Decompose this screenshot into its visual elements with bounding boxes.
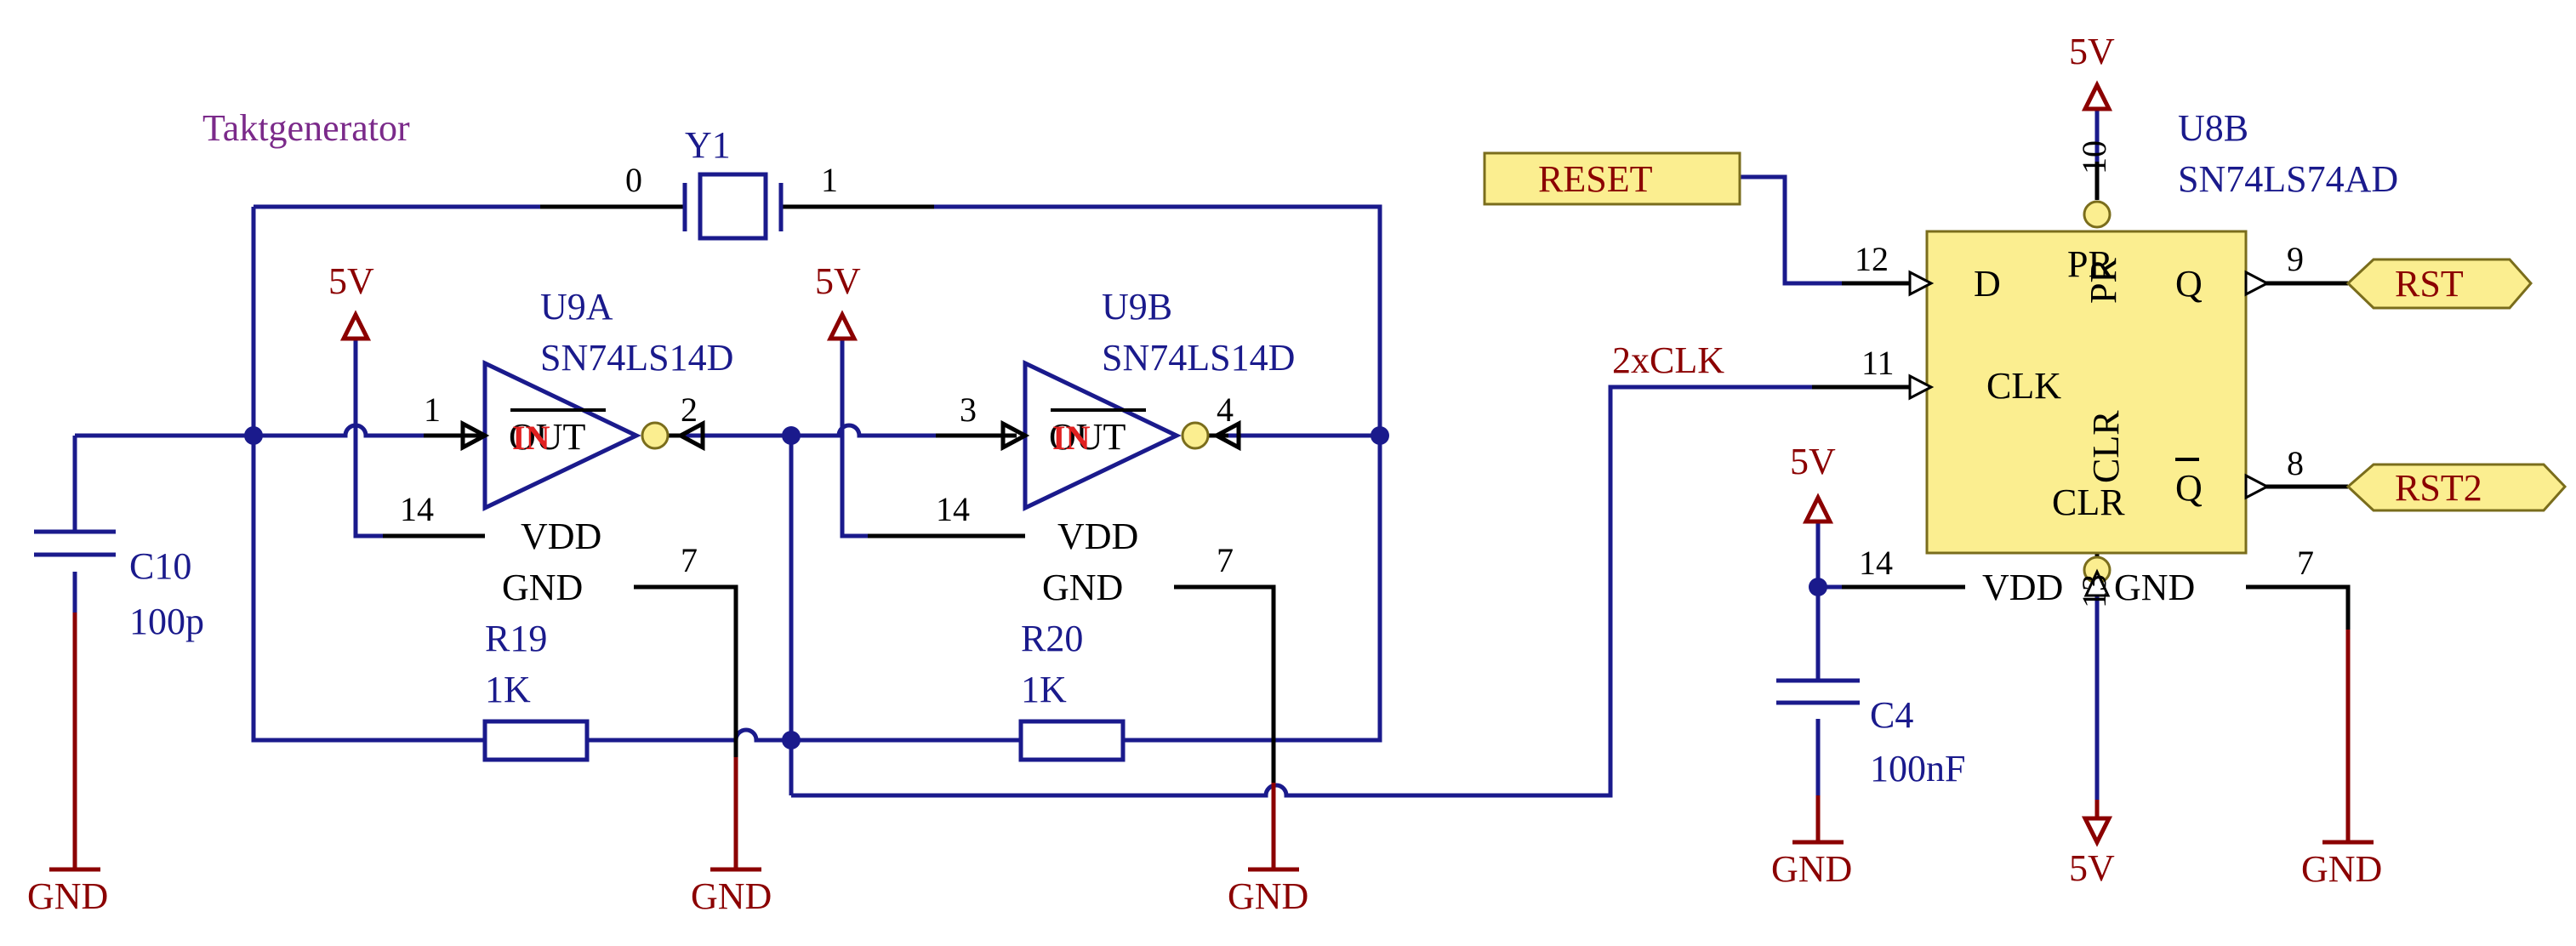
svg-text:VDD: VDD [1057, 516, 1138, 557]
svg-text:4: 4 [1217, 390, 1234, 429]
svg-text:C10: C10 [129, 545, 191, 587]
svg-text:1K: 1K [485, 669, 531, 710]
svg-text:GND: GND [2301, 848, 2382, 890]
svg-text:SN74LS14D: SN74LS14D [540, 337, 733, 379]
svg-text:14: 14 [936, 490, 970, 528]
gnd-symbol-c4: GND [1771, 840, 1852, 890]
svg-text:OUT: OUT [509, 416, 586, 458]
inverter-u9a: OUT IN U9A SN74LS14D 1 2 14 7 VDD GND [400, 286, 733, 608]
net-label-rst2: RST2 [2345, 463, 2567, 512]
u8b-pr-bubble [2083, 200, 2112, 229]
svg-text:D: D [1974, 263, 2001, 305]
svg-text:Q: Q [2175, 467, 2203, 509]
svg-text:13: 13 [2075, 574, 2113, 608]
svg-text:GND: GND [1228, 875, 1308, 917]
crystal-y1: Y1 0 1 [625, 124, 838, 241]
svg-text:11: 11 [1861, 344, 1895, 382]
u9a-output-bubble [641, 421, 670, 450]
svg-text:CLK: CLK [1986, 365, 2061, 407]
junctions [244, 426, 1827, 749]
svg-text:14: 14 [400, 490, 434, 528]
gnd-symbol-u9b: GND [1228, 867, 1308, 917]
svg-text:R20: R20 [1021, 618, 1083, 659]
svg-text:VDD: VDD [521, 516, 601, 557]
flipflop-u8b: D CLK Q Q PR PR CLR CLR U8B SN74LS74AD 1… [1855, 107, 2398, 608]
svg-text:1K: 1K [1021, 669, 1067, 710]
svg-text:U8B: U8B [2178, 107, 2248, 149]
power-port-5v-clr: 5V [2069, 816, 2115, 889]
svg-text:SN74LS74AD: SN74LS74AD [2178, 158, 2398, 200]
svg-text:GND: GND [691, 875, 772, 917]
svg-text:U9A: U9A [540, 286, 613, 328]
svg-text:R19: R19 [485, 618, 547, 659]
net-label-reset: RESET [1483, 151, 1741, 206]
svg-text:12: 12 [1855, 240, 1889, 278]
capacitor-c10: C10 100p [34, 529, 204, 642]
net-label-2xclk: 2xCLK [1612, 339, 1724, 381]
svg-text:9: 9 [2287, 240, 2304, 278]
u9b-output-bubble [1181, 421, 1210, 450]
u9a-gate-marker: IN [512, 419, 550, 457]
svg-text:C4: C4 [1870, 694, 1913, 736]
svg-text:OUT: OUT [1049, 416, 1126, 458]
svg-text:RST: RST [2395, 263, 2464, 305]
inverter-u9b: OUT IN U9B SN74LS14D 3 4 14 7 VDD GND [936, 286, 1295, 608]
svg-text:PR: PR [2067, 243, 2113, 285]
svg-text:100p: 100p [129, 601, 204, 642]
svg-text:CLR: CLR [2085, 410, 2127, 483]
power-port-5v-pr: 5V [2069, 31, 2115, 111]
net-label-rst: RST [2345, 258, 2533, 310]
svg-text:100nF: 100nF [1870, 748, 1965, 789]
svg-text:GND: GND [1042, 567, 1123, 608]
svg-text:5V: 5V [2069, 31, 2115, 72]
svg-text:8: 8 [2287, 444, 2304, 482]
svg-text:GND: GND [27, 875, 108, 917]
gnd-symbol-c10: GND [27, 867, 108, 917]
diagram-title: Taktgenerator [202, 107, 410, 149]
svg-text:14: 14 [1859, 544, 1893, 582]
resistor-r20: R20 1K [1018, 618, 1126, 762]
svg-text:7: 7 [681, 541, 698, 579]
svg-text:7: 7 [2297, 544, 2314, 582]
svg-text:5V: 5V [815, 260, 861, 302]
svg-text:GND: GND [502, 567, 583, 608]
svg-text:VDD: VDD [1982, 567, 2063, 608]
svg-text:GND: GND [1771, 848, 1852, 890]
svg-text:2: 2 [681, 390, 698, 429]
svg-text:3: 3 [960, 390, 977, 429]
gnd-symbol-u9a: GND [691, 867, 772, 917]
svg-text:CLR: CLR [2052, 482, 2125, 523]
svg-text:RST2: RST2 [2395, 467, 2482, 509]
svg-text:5V: 5V [328, 260, 374, 302]
svg-text:10: 10 [2075, 140, 2113, 174]
svg-text:RESET: RESET [1538, 158, 1653, 200]
power-port-5v-c4: 5V [1790, 441, 1836, 524]
svg-text:Q: Q [2175, 263, 2203, 305]
svg-text:U9B: U9B [1102, 286, 1172, 328]
power-port-5v-u9a: 5V [328, 260, 374, 341]
svg-text:1: 1 [424, 390, 441, 429]
svg-text:1: 1 [821, 161, 838, 199]
power-port-5v-u9b: 5V [815, 260, 861, 341]
svg-text:Y1: Y1 [685, 124, 731, 166]
gnd-symbol-u8b: GND [2301, 840, 2382, 890]
svg-text:PR: PR [2083, 258, 2124, 304]
svg-text:0: 0 [625, 161, 642, 199]
svg-text:7: 7 [1217, 541, 1234, 579]
power-wires [72, 613, 2351, 869]
svg-text:2xCLK: 2xCLK [1612, 339, 1724, 381]
svg-text:5V: 5V [1790, 441, 1836, 482]
u9b-gate-marker: IN [1052, 419, 1091, 457]
resistor-r19: R19 1K [482, 618, 590, 762]
capacitor-c4: C4 100nF [1776, 678, 1965, 789]
svg-text:5V: 5V [2069, 847, 2115, 889]
svg-text:GND: GND [2114, 567, 2195, 608]
svg-text:SN74LS14D: SN74LS14D [1102, 337, 1295, 379]
